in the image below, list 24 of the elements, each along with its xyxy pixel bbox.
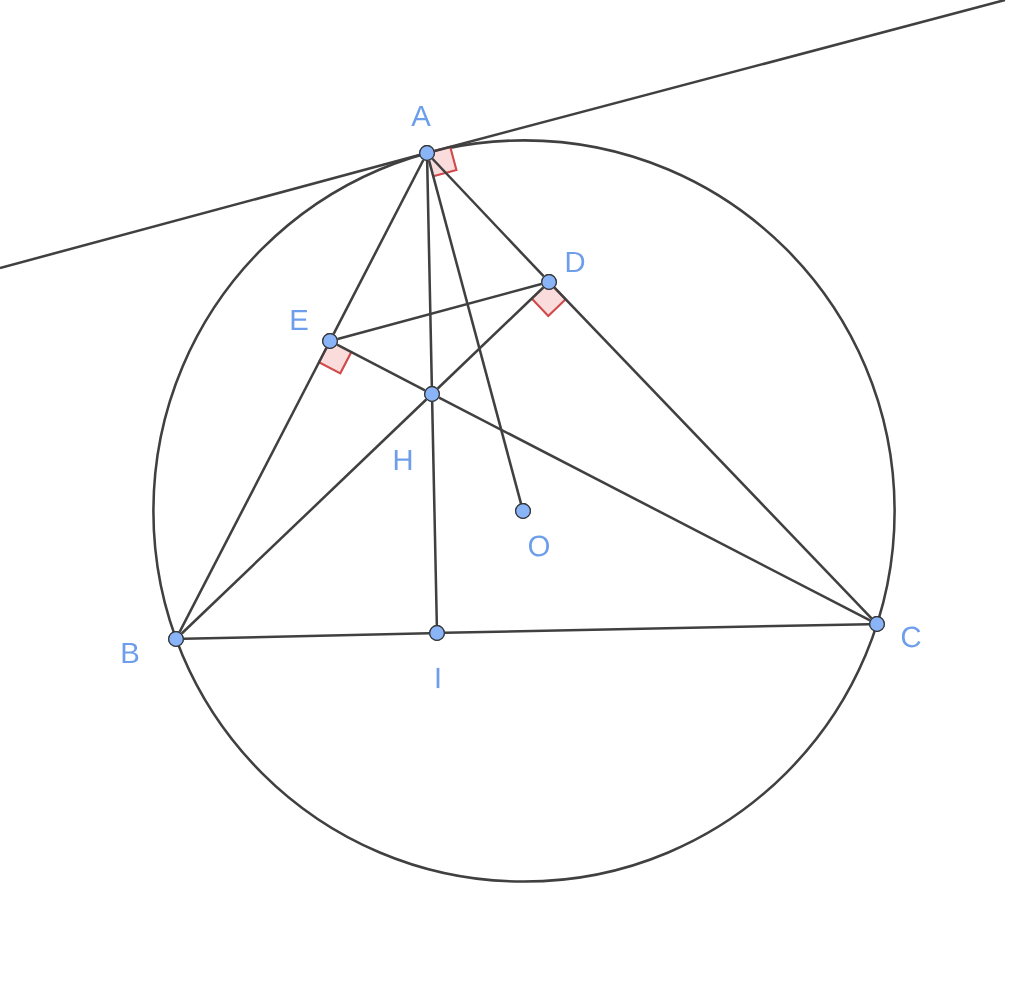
segment bbox=[183, 631, 430, 641]
point-label: E bbox=[291, 309, 308, 331]
tangent-line bbox=[434, 0, 1006, 153]
segment bbox=[425, 160, 434, 387]
segment bbox=[438, 396, 871, 622]
segment bbox=[431, 157, 545, 278]
point-label: B bbox=[122, 642, 139, 664]
segment bbox=[444, 622, 870, 635]
point-label: H bbox=[394, 449, 412, 471]
segment bbox=[430, 401, 439, 626]
segment bbox=[436, 286, 545, 390]
segment bbox=[427, 160, 523, 504]
point-label: I bbox=[436, 667, 440, 689]
segment bbox=[336, 343, 426, 392]
point-label: O bbox=[529, 535, 549, 557]
segment bbox=[332, 159, 425, 335]
point-label: C bbox=[901, 626, 921, 648]
segment bbox=[178, 347, 328, 633]
segment bbox=[180, 398, 428, 635]
segment bbox=[337, 282, 542, 341]
point-label: D bbox=[566, 251, 585, 273]
point-label: A bbox=[411, 105, 431, 127]
segment bbox=[553, 286, 873, 620]
tangent-line bbox=[0, 153, 420, 270]
